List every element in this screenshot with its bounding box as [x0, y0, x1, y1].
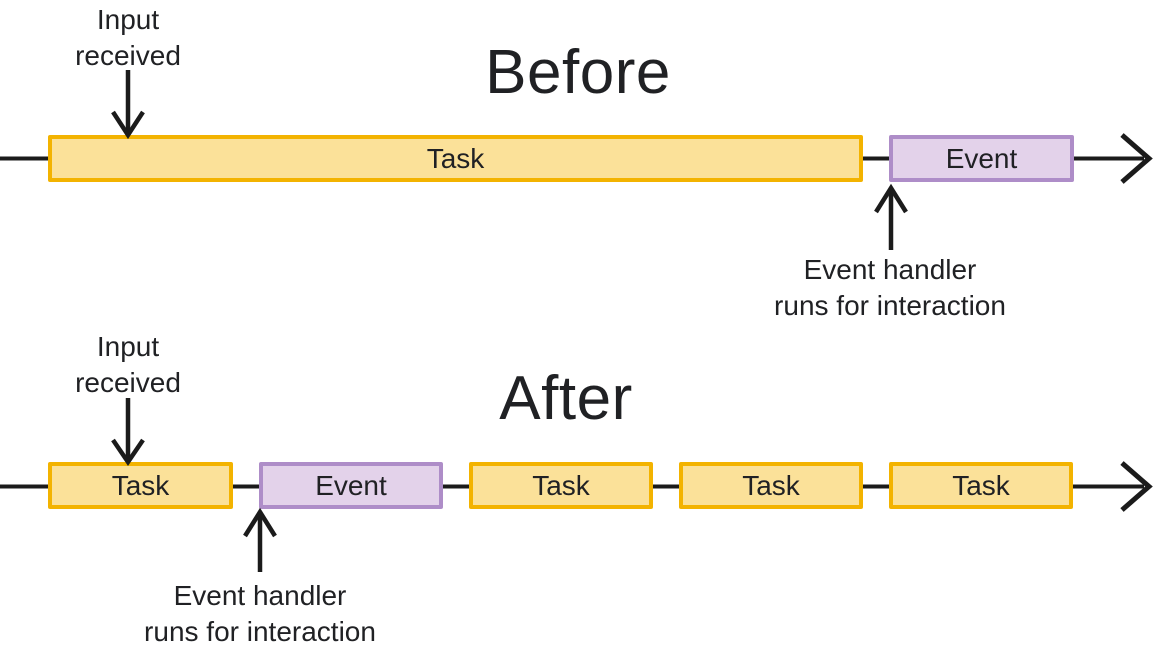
after-task-2-label: Task [532, 469, 590, 501]
after-task-box-1: Task [48, 462, 233, 509]
after-task-box-3: Task [679, 462, 863, 509]
before-input-annotation: Input received [75, 4, 181, 71]
after-event-label: Event [315, 469, 387, 501]
before-task-label: Task [426, 142, 485, 174]
after-handler-annotation: Event handler runs for interaction [144, 580, 376, 647]
after-task-1-label: Task [111, 469, 170, 501]
after-input-annotation: Input received [75, 331, 181, 398]
before-right-arrowhead-icon [1120, 133, 1153, 184]
after-title: After [499, 364, 633, 433]
before-event-label: Event [945, 142, 1018, 174]
after-event-box: Event [259, 462, 443, 509]
before-title: Before [485, 38, 671, 107]
before-handler-up-arrowhead-icon [874, 183, 908, 214]
after-handler-up-arrowhead-icon [243, 507, 277, 538]
before-input-down-arrowhead-icon [111, 110, 145, 140]
before-task-box: Task [48, 135, 863, 182]
before-handler-annotation: Event handler runs for interaction [774, 254, 1006, 321]
after-task-4-label: Task [952, 469, 1010, 501]
after-task-box-2: Task [469, 462, 653, 509]
after-task-box-4: Task [889, 462, 1073, 509]
after-task-3-label: Task [742, 469, 800, 501]
before-event-box: Event [889, 135, 1074, 182]
after-input-down-arrowhead-icon [111, 438, 145, 466]
after-right-arrowhead-icon [1120, 461, 1153, 512]
